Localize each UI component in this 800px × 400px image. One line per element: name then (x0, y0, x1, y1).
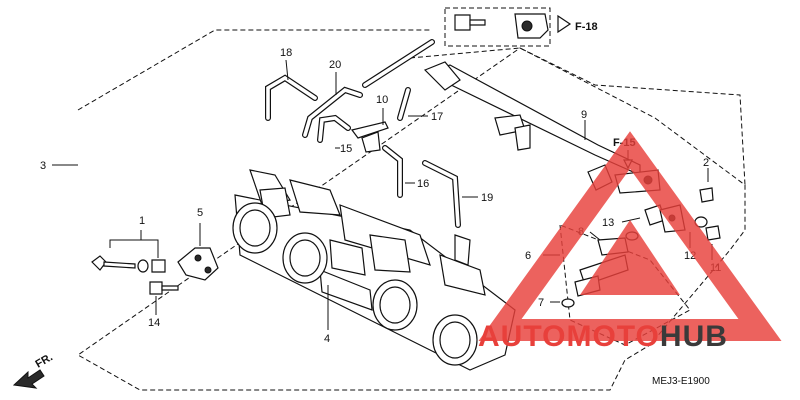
diagram-code: MEJ3-E1900 (652, 376, 710, 387)
label-2: 2 (703, 157, 709, 169)
watermark-text: AUTOMOTOHUB (478, 320, 728, 353)
front-direction-marker: FR. (12, 351, 55, 389)
throttle-bore-3 (372, 279, 418, 331)
part-5-bracket (177, 223, 219, 281)
throttle-bore-4 (432, 314, 478, 366)
label-19: 19 (481, 192, 493, 204)
ref-label-f18: F-18 (575, 21, 598, 33)
assembly-outline (77, 29, 746, 391)
label-16: 16 (417, 178, 429, 190)
f18-connector-group: F-18 (444, 7, 598, 47)
label-6: 6 (525, 250, 531, 262)
label-10: 10 (376, 94, 388, 106)
part-1-screw-set (91, 230, 166, 273)
throttle-bore-1 (232, 202, 278, 254)
label-9: 9 (581, 109, 587, 121)
label-18: 18 (280, 47, 292, 59)
label-3: 3 (40, 160, 46, 172)
label-4: 4 (324, 333, 330, 345)
label-17: 17 (431, 111, 443, 123)
front-label: FR. (34, 351, 55, 370)
watermark-triangle-icon (478, 131, 782, 341)
label-20: 20 (329, 59, 341, 71)
throttle-body-assembly (232, 169, 516, 371)
ref-arrow-icon (557, 14, 572, 34)
front-arrow-icon (12, 369, 45, 389)
label-7: 7 (538, 297, 544, 309)
throttle-bore-2 (282, 232, 328, 284)
leader-lines (52, 59, 713, 330)
label-14: 14 (148, 317, 160, 329)
label-5: 5 (197, 207, 203, 219)
fuel-rail-outline (409, 47, 746, 186)
watermark-logo (478, 131, 782, 341)
hoses (265, 39, 461, 228)
label-13: 13 (602, 217, 614, 229)
label-1: 1 (139, 215, 145, 227)
watermark-inner-triangle-icon (580, 220, 680, 295)
part-14-bolt (149, 281, 179, 315)
label-15: 15 (340, 143, 352, 155)
